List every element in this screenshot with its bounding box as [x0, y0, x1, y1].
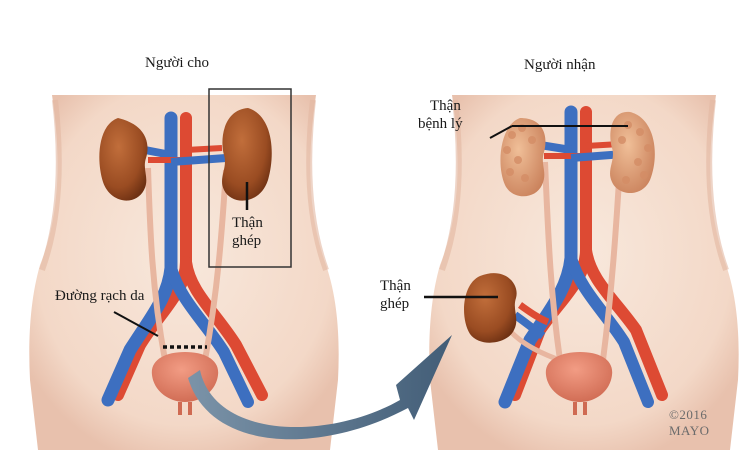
incision-pointer — [113, 311, 159, 337]
recipient-graft-label-line1: Thận — [380, 278, 411, 294]
diseased-label-line2: bệnh lý — [418, 116, 463, 132]
donor-vessels — [101, 111, 268, 408]
donor-graft-kidney — [222, 108, 272, 201]
transfer-arrow — [188, 335, 452, 440]
copyright-year: ©2016 — [669, 407, 708, 422]
recipient-diseased-kidneys — [500, 111, 655, 197]
incision-label: Đường rạch da — [55, 288, 145, 304]
donor-graft-label-line2: ghép — [232, 233, 262, 249]
graft-highlight-box — [208, 88, 292, 268]
recipient-graft-kidney — [464, 273, 517, 343]
recipient-graft-label-line2: ghép — [380, 296, 410, 312]
donor-left-kidney — [99, 118, 148, 201]
recipient-bladder — [545, 352, 613, 402]
donor-title: Người cho — [145, 55, 209, 71]
copyright-org: MAYO — [669, 423, 710, 438]
donor-graft-label-line1: Thận — [232, 215, 263, 231]
diseased-label-line1: Thận — [430, 98, 461, 114]
recipient-title: Người nhận — [524, 57, 596, 73]
diseased-pointer-left — [489, 125, 513, 139]
